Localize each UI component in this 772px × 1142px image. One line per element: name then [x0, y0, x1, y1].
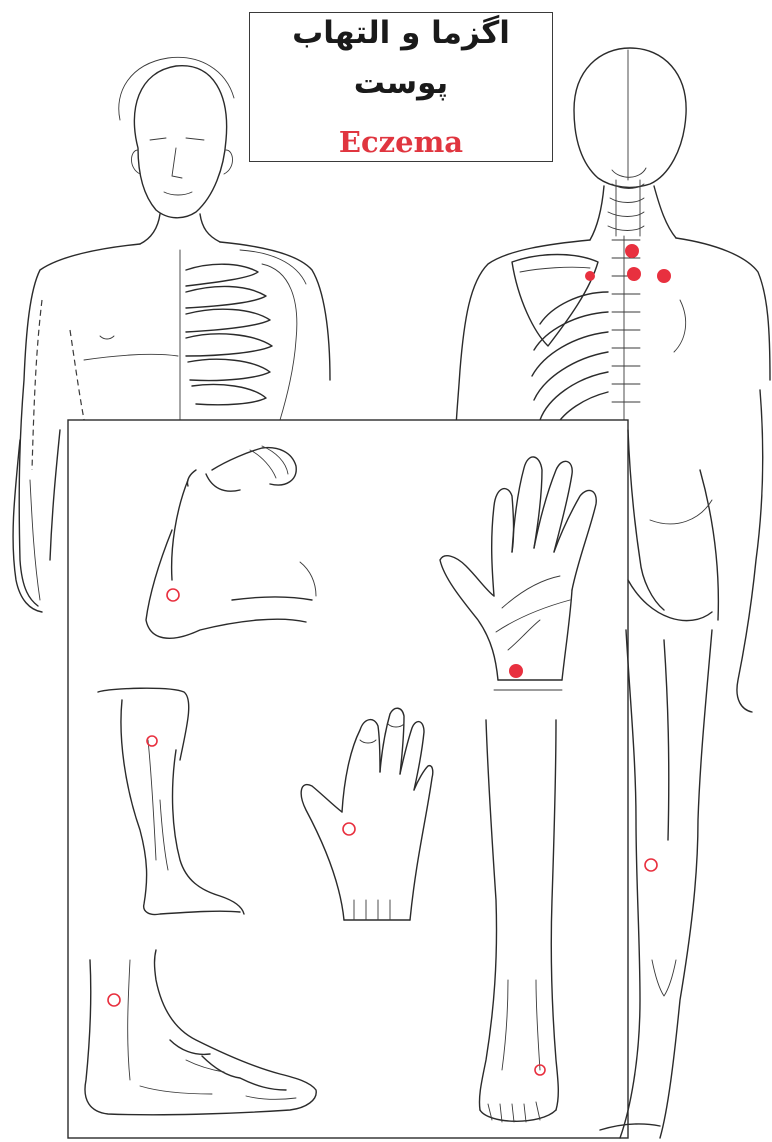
wrist-point: [509, 664, 523, 678]
overlay-panel: [68, 420, 628, 1138]
back-point-2: [627, 267, 641, 281]
title-english: Eczema: [250, 125, 552, 159]
title-persian-line2: پوست: [250, 65, 552, 101]
calf-point: [645, 859, 657, 871]
back-point-3: [657, 269, 671, 283]
title-persian-line1: اگزما و التهاب: [250, 15, 552, 51]
back-point-1: [625, 244, 639, 258]
title-box: اگزما و التهاب پوست Eczema: [249, 12, 553, 162]
back-point-4: [585, 271, 595, 281]
